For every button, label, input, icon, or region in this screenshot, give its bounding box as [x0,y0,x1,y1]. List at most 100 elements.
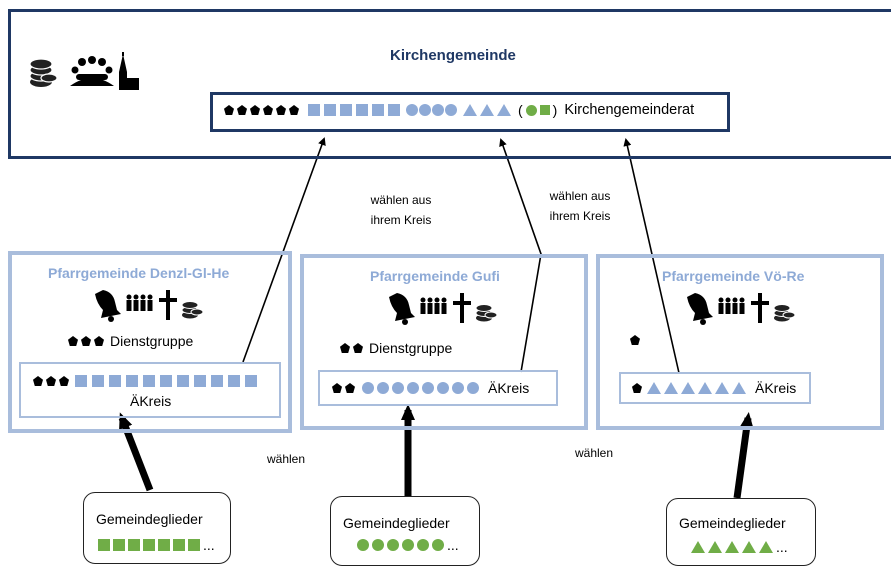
pentagon-marker [289,105,299,115]
members-ellipsis: ... [776,539,788,555]
service-group-denzl: Dienstgruppe [68,333,193,349]
council-circles [406,104,457,116]
council-label: Kirchengemeinderat [564,102,695,118]
aekreis-triangles [647,382,746,394]
aekreis-label: ÄKreis [130,393,172,409]
member-squares [98,539,200,551]
aekreis-squares [75,375,257,387]
circle-marker [362,382,374,394]
service-group-markers [340,343,363,353]
people-icon [718,297,745,314]
service-group-label: Dienstgruppe [369,340,453,356]
pentagon-marker [332,383,342,393]
square-marker [173,539,185,551]
aekreis-pentagons [33,376,69,386]
members-ellipsis: ... [447,537,459,553]
square-marker [388,104,400,116]
council-member-shapes [224,104,511,116]
parish-title: Pfarrgemeinde Gufi [370,268,500,284]
members-shapes: ... [98,537,215,553]
church-community-icons [27,50,142,92]
triangle-marker [759,541,773,553]
circle-marker [387,539,399,551]
aekreis-box-vore [619,372,811,404]
pentagon-marker [224,105,234,115]
triangle-marker [708,541,722,553]
community-icon [70,56,114,86]
pentagon-marker [340,343,350,353]
members-label: Gemeindeglieder [96,511,203,527]
council-paren-open: ( [518,102,523,118]
church-community-box [8,9,891,159]
triangle-marker [463,104,477,116]
square-marker [160,375,172,387]
note-line-2: ihrem Kreis [549,209,611,223]
service-group-gufi: Dienstgruppe [340,340,452,356]
square-marker [245,375,257,387]
square-marker [308,104,320,116]
council-paren-close: ) [552,102,558,118]
pentagon-marker [59,376,69,386]
pentagon-marker [237,105,247,115]
members-label: Gemeindeglieder [343,515,450,531]
circle-marker [406,104,418,116]
bell-icon [687,293,713,325]
pentagon-marker [632,383,642,393]
aekreis-pentagons [332,383,355,393]
square-marker [228,375,240,387]
square-marker [177,375,189,387]
note-elect-right: wählen [575,446,614,460]
square-marker [211,375,223,387]
square-marker [324,104,336,116]
members-box-denzl: Gemeindeglieder ... [83,492,231,564]
service-group-label: Dienstgruppe [110,333,194,349]
members-ellipsis: ... [203,537,215,553]
note-choose-from-circle-right: wählen aus ihrem Kreis [545,186,615,226]
members-shapes: ... [691,539,788,555]
triangle-marker [497,104,511,116]
pentagon-marker [94,336,104,346]
members-box-vore: Gemeindeglieder ... [666,498,816,566]
square-marker [188,539,200,551]
council-green-square [539,105,550,115]
parish-box-vore [596,254,884,430]
pentagon-marker [353,343,363,353]
circle-marker [452,382,464,394]
circle-marker [402,539,414,551]
square-marker [158,539,170,551]
bell-icon [95,290,121,322]
square-marker [98,539,110,551]
member-triangles [691,541,773,553]
cross-icon [751,293,769,323]
square-marker [113,539,125,551]
circle-marker [417,539,429,551]
square-marker [75,375,87,387]
cross-icon [159,290,177,320]
note-line-1: wählen aus [549,189,611,203]
pentagon-marker [81,336,91,346]
circle-marker [407,382,419,394]
triangle-marker [732,382,746,394]
circle-marker [467,382,479,394]
triangle-marker [698,382,712,394]
pentagon-marker [68,336,78,346]
church-council-members: ( ) Kirchengemeinderat [224,102,694,118]
circle-marker [357,539,369,551]
aekreis-box-gufi [318,370,558,406]
service-group-markers [68,336,104,346]
circle-marker [432,104,444,116]
council-squares [308,104,400,116]
service-group-vore [630,335,646,345]
parish-icons [683,291,803,325]
church-council-bar [210,92,730,132]
pentagon-marker [276,105,286,115]
coins-icon [181,301,204,319]
triangle-marker [681,382,695,394]
square-marker [372,104,384,116]
pentagon-marker [630,335,640,345]
parish-title: Pfarrgemeinde Vö-Re [662,268,805,284]
triangle-marker [480,104,494,116]
members-box-gufi: Gemeindeglieder ... [330,496,480,566]
circle-marker [445,104,457,116]
parish-box-denzl [8,251,292,433]
